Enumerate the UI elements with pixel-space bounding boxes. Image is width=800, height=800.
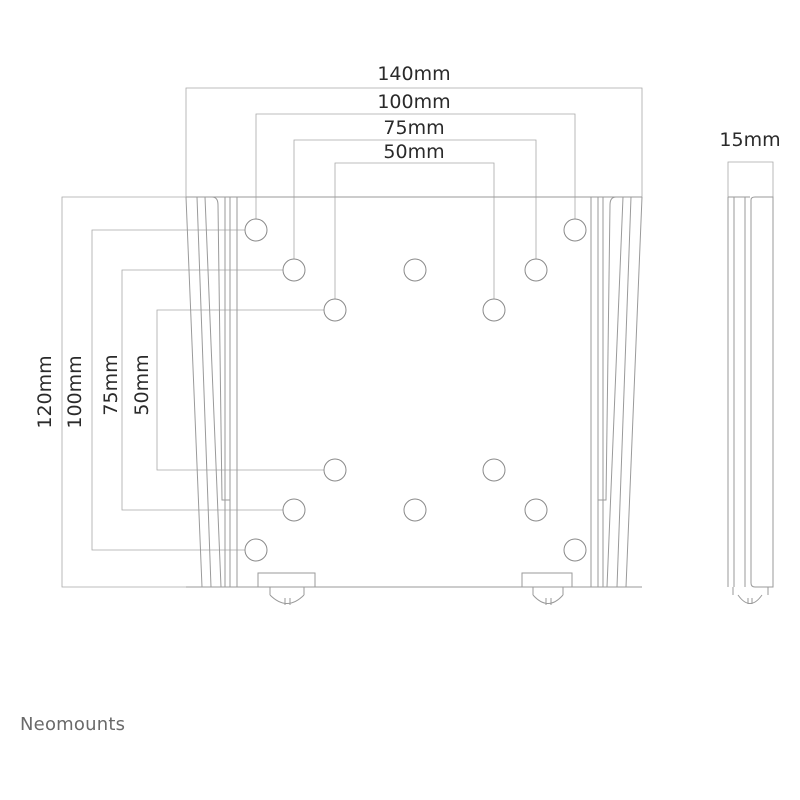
left-dimensions: 120mm 100mm 75mm 50mm xyxy=(34,196,324,588)
mount-hole xyxy=(524,498,548,522)
brand-logo: Neomounts xyxy=(20,714,126,735)
mount-hole xyxy=(282,258,306,282)
mount-hole xyxy=(323,298,347,322)
dim-100-line xyxy=(255,113,576,219)
dim-depth-line xyxy=(727,161,774,197)
side-view: 15mm xyxy=(719,129,781,604)
dim-140-line xyxy=(185,87,643,197)
mount-hole xyxy=(244,218,268,242)
dim-h50-line xyxy=(156,309,324,471)
mount-hole xyxy=(482,298,506,322)
mount-hole xyxy=(403,258,427,282)
top-dimensions: 140mm 100mm 75mm 50mm xyxy=(185,63,643,299)
dim-h75-line xyxy=(121,269,283,511)
locking-tabs xyxy=(257,572,573,605)
dim-h75-label: 75mm xyxy=(100,354,122,415)
dim-100-label: 100mm xyxy=(377,91,450,113)
dim-h120-label: 120mm xyxy=(34,355,56,428)
dim-75-line xyxy=(293,139,537,259)
mount-hole xyxy=(563,538,587,562)
dim-h120-line xyxy=(61,196,186,588)
mount-hole xyxy=(482,458,506,482)
mount-hole xyxy=(524,258,548,282)
dim-depth-label: 15mm xyxy=(719,129,780,151)
mount-hole xyxy=(244,538,268,562)
wall-plate xyxy=(185,196,643,605)
dim-75-label: 75mm xyxy=(383,117,444,139)
mount-hole xyxy=(282,498,306,522)
dim-140-label: 140mm xyxy=(377,63,450,85)
mount-hole xyxy=(323,458,347,482)
mount-hole xyxy=(563,218,587,242)
mount-hole xyxy=(403,498,427,522)
dim-50-label: 50mm xyxy=(383,141,444,163)
dim-50-line xyxy=(334,162,495,299)
dim-h50-label: 50mm xyxy=(131,354,153,415)
dim-h100-line xyxy=(91,229,245,551)
holes xyxy=(244,218,587,562)
dim-h100-label: 100mm xyxy=(64,355,86,428)
